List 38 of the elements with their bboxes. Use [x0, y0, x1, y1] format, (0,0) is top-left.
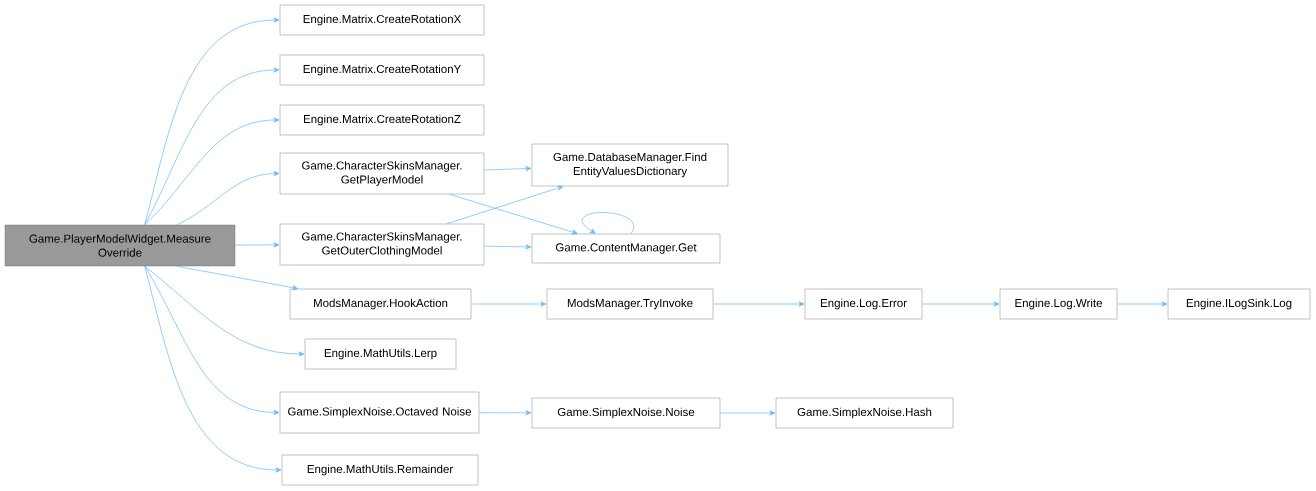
function-box: Engine.ILogSink.Log [1167, 288, 1311, 320]
arrow [448, 193, 578, 235]
function-box: Engine.MathUtils.Lerp [304, 338, 457, 370]
function-box: Game.SimplexNoise.Hash [775, 397, 954, 429]
function-box: Game.CharacterSkinsManager. GetOuterClothingModel [279, 223, 485, 266]
arrow [144, 265, 305, 357]
function-box: Game.ContentManager.Get [531, 233, 721, 264]
arrow [144, 265, 280, 416]
arrow [712, 301, 805, 307]
arrow [483, 244, 532, 250]
arrow [234, 242, 280, 248]
arrow [144, 17, 280, 226]
arrow [478, 410, 532, 416]
function-box: ModsManager.HookAction [289, 288, 472, 320]
arrow [144, 67, 280, 226]
function-box: ModsManager.TryInvoke [546, 288, 714, 320]
arrow [144, 117, 280, 226]
arrow [176, 265, 299, 291]
arrow [144, 265, 282, 473]
arrow [921, 301, 1000, 307]
arrow [719, 410, 776, 416]
function-box: Engine.Matrix.CreateRotationX [279, 4, 485, 36]
function-box: Game.CharacterSkinsManager. GetPlayerModel [279, 152, 485, 195]
function-box: Game.SimplexNoise.Noise [531, 397, 721, 429]
arrow [176, 170, 280, 226]
arrow [483, 166, 532, 172]
function-box: Engine.Matrix.CreateRotationY [279, 54, 485, 86]
function-box: Engine.Log.Write [999, 288, 1118, 320]
arrow [1116, 301, 1168, 307]
function-box: Engine.Log.Error [804, 288, 923, 320]
arrow [470, 301, 547, 307]
arrow [446, 185, 564, 225]
arrow [581, 212, 634, 235]
function-box: Game.DatabaseManager.Find EntityValuesDictionary [531, 143, 729, 187]
function-box: Engine.Matrix.CreateRotationZ [279, 104, 485, 136]
function-box: Engine.MathUtils.Remainder [281, 454, 479, 486]
function-box: Game.SimplexNoise.Octaved Noise [279, 391, 480, 434]
function-box: Game.PlayerModelWidget.Measure Override [4, 224, 236, 267]
